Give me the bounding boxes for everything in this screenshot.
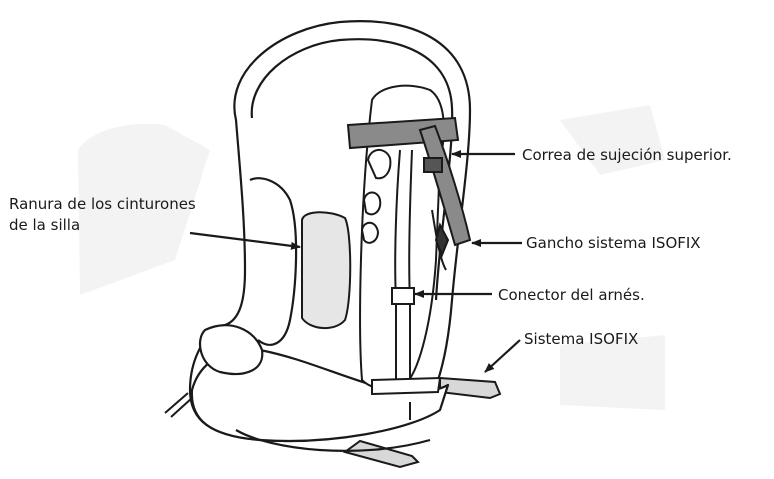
strap-slot [302,212,350,328]
label-strap-slot: Ranura de los cinturones de la silla [9,194,196,236]
label-strap-slot-line2: de la silla [9,215,196,236]
label-harness-connector: Conector del arnés. [498,285,645,306]
label-isofix-hook: Gancho sistema ISOFIX [526,233,701,254]
label-strap-slot-line1: Ranura de los cinturones [9,194,196,215]
label-top-tether: Correa de sujeción superior. [522,145,732,166]
label-isofix-system: Sistema ISOFIX [524,329,638,350]
arrow-isofix-system [485,340,520,372]
